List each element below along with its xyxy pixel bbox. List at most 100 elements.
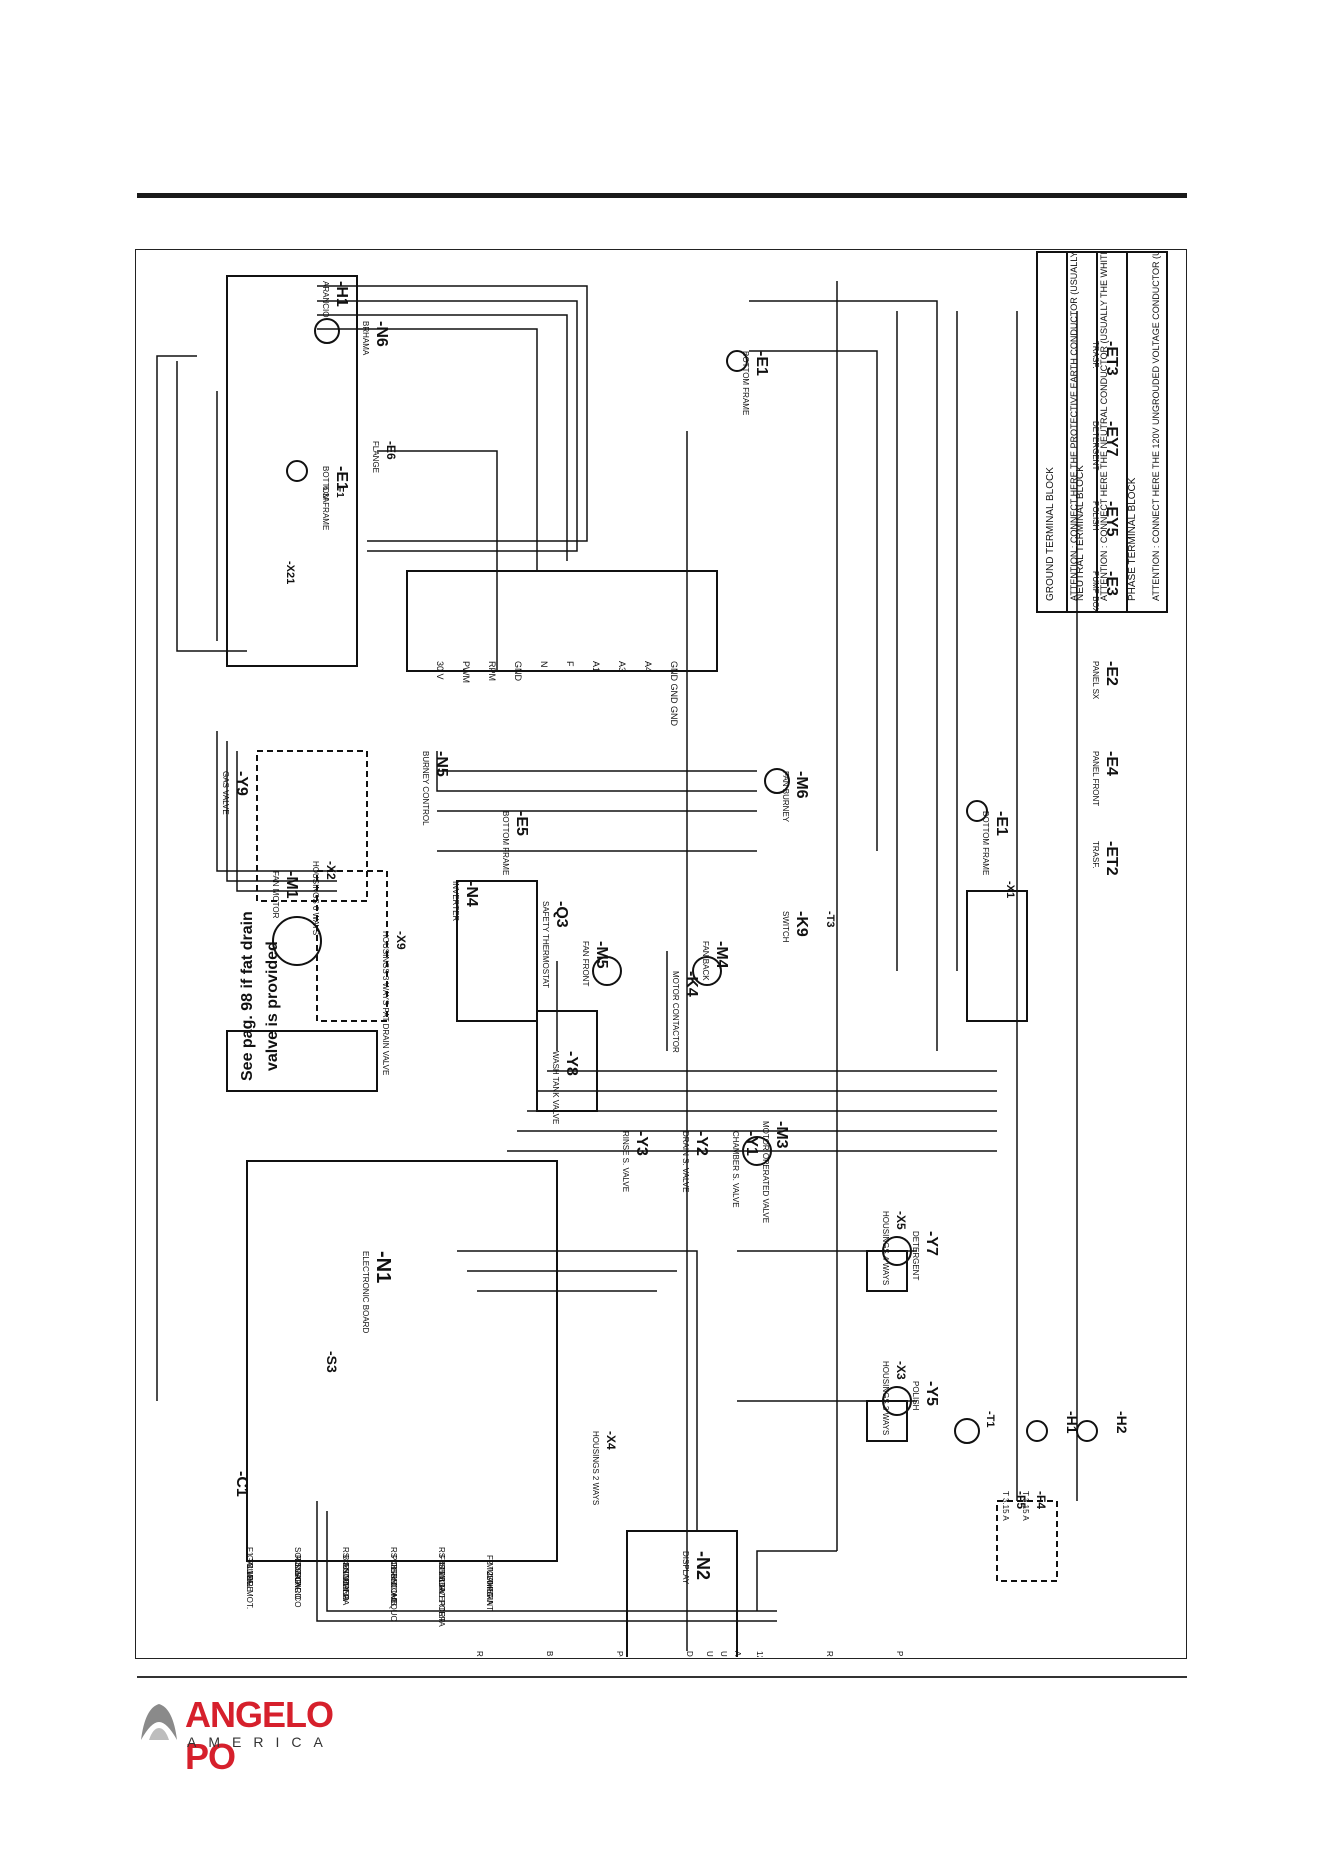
label-f4-id: -F4 — [1034, 1491, 1048, 1509]
label-x3-id: -X3 — [894, 1361, 908, 1380]
misc-label-6: PE — [895, 1651, 904, 1657]
misc-label-0: ROSSO — [475, 1651, 484, 1657]
wire-f4 — [756, 1550, 837, 1611]
label-x4-sub: HOUSINGS 2 WAYS — [591, 1431, 600, 1505]
n1-label-18: F1 T3.15A — [245, 1547, 254, 1585]
m5-fan-icon — [592, 956, 622, 986]
label-t3-id: -T3 — [824, 911, 836, 928]
label-e6-id: -E6 — [384, 441, 398, 460]
n1-label-16: F3 T3.15A — [437, 1555, 446, 1593]
n1-label-7: SCARICO — [293, 1563, 302, 1599]
component-labels: -H1ARANCIO-N6BRHAMAF16.3A-E6FLANGE-E1BOT… — [221, 251, 1161, 1657]
wire-mid-2 — [749, 300, 938, 1051]
label-e5-id: -E5 — [513, 811, 530, 836]
tb-phase-title: PHASE TERMINAL BLOCK — [1127, 477, 1138, 601]
label-e6-sub: FLANGE — [371, 441, 380, 473]
n1-label-22: RS 485 x INVERTER — [437, 1547, 446, 1623]
label-m5-id: -M5 — [593, 941, 610, 969]
n5-label-8: A4 — [643, 661, 653, 672]
label-y5-id: -Y5 — [923, 1381, 940, 1406]
logo-sub: AMERICA — [187, 1734, 335, 1750]
note-box — [226, 1030, 378, 1092]
n1-board — [246, 1160, 558, 1562]
header-rule — [137, 193, 1187, 198]
wire-left-2 — [176, 361, 247, 652]
m3-valve-icon — [742, 1136, 772, 1166]
n5-label-0: 30 V — [435, 661, 445, 680]
label-e1b-id: -E1 — [753, 351, 770, 376]
label-e1c-sub: BOTTOM FRAME — [981, 811, 990, 875]
note-line-2: valve is provided — [264, 941, 281, 1071]
label-e4-id: -E4 — [1103, 751, 1120, 776]
n5-label-1: PWM — [461, 661, 471, 683]
footer-rule — [137, 1676, 1187, 1678]
n2-display — [626, 1530, 738, 1657]
label-n5-sub: BURNEY CONTROL — [421, 751, 430, 826]
y9-box — [256, 750, 368, 902]
n1-label-14: BIANCO — [341, 1555, 350, 1586]
misc-label-4: 12V — [755, 1651, 764, 1657]
label-et3-id: -ET3 — [1103, 341, 1120, 376]
wiring-schematic: -H1ARANCIO-N6BRHAMAF16.3A-E6FLANGE-E1BOT… — [156, 251, 1168, 1657]
label-f5-id: -F5 — [1014, 1491, 1028, 1509]
label-n6-sub: BRHAMA — [361, 321, 370, 356]
label-h1-id: -H1 — [333, 281, 350, 307]
x2-housing — [316, 870, 388, 1022]
tb-ground-title: GROUND TERMINAL BLOCK — [1045, 467, 1056, 601]
n1-label-3: RISCIACQUO — [389, 1571, 398, 1622]
wire-motor-1 — [216, 731, 337, 872]
wire-top-5 — [377, 450, 498, 671]
f4-f5-box — [996, 1500, 1058, 1582]
label-x5-id: -X5 — [894, 1211, 908, 1230]
n4-inverter — [456, 880, 538, 1022]
tb-neutral-note: ATTENTION : CONNECT HERE THE NEUTRAL CON… — [1099, 251, 1109, 601]
h1-lamp-icon — [314, 318, 340, 344]
n1-label-10: S.T.B — [437, 1563, 446, 1582]
n1-label-19: SONDA LIV. — [293, 1547, 302, 1591]
label-f1-sub: 6.3A — [321, 486, 330, 503]
tb-ground-note: ATTENTION : CONNECT HERE THE PROTECTIVE … — [1069, 251, 1079, 601]
wire-motor-2 — [226, 741, 337, 882]
label-y5-sub: POLISH — [911, 1381, 920, 1411]
label-y2-id: -Y2 — [693, 1131, 710, 1156]
wire-n1-1 — [457, 1250, 698, 1531]
label-ey7-id: -EY7 — [1103, 421, 1120, 457]
label-e3-id: -E3 — [1103, 571, 1120, 596]
label-x2-id: -X2 — [324, 861, 338, 880]
label-t1-id: -T1 — [984, 1411, 996, 1428]
label-h1-sub: ARANCIO — [321, 281, 330, 317]
n5-label-3: GND — [513, 661, 523, 682]
label-x9-id: -X9 — [394, 931, 408, 950]
y8-box — [536, 1010, 598, 1112]
label-x3-sub: HOUSINGS 3 WAYS — [881, 1361, 890, 1435]
label-e1c-id: -E1 — [993, 811, 1010, 836]
wire-top-1 — [317, 285, 588, 542]
label-m6-sub: FAN BURNEY — [781, 771, 790, 823]
label-e2-id: -E2 — [1103, 661, 1120, 686]
h2-lamp-icon — [1076, 1420, 1098, 1442]
angelo-po-logo: ANGELO PO AMERICA — [137, 1694, 377, 1777]
label-m1-id: -M1 — [283, 871, 300, 899]
n1-label-17: F2 T250mA — [485, 1555, 494, 1597]
label-y1-sub: CHAMBER S. VALVE — [731, 1131, 740, 1208]
label-q3-sub: SAFETY THERMOSTAT — [541, 901, 550, 988]
terminal-block-box — [1036, 251, 1168, 613]
m4-fan-icon — [692, 956, 722, 986]
wire-mid-3 — [749, 350, 878, 851]
n1-label-9: TERMICHE — [389, 1563, 398, 1605]
n2-label-1: USB HOST — [719, 1651, 728, 1657]
misc-label-3: DETERGENT — [685, 1651, 694, 1657]
wire-top-4 — [317, 328, 538, 572]
label-y1-id: -Y1 — [743, 1131, 760, 1156]
label-f1-id: F1 — [334, 486, 345, 498]
n1-label-6: CUORE — [245, 1563, 254, 1592]
n6-board — [226, 275, 358, 667]
label-x21-id: -X21 — [284, 561, 296, 584]
label-y2-sub: DRAIN S. VALVE — [681, 1131, 690, 1193]
logo-brand: ANGELO PO — [185, 1694, 334, 1777]
label-e1a-sub: BOTTOM FRAME — [321, 466, 330, 530]
y7-pump-icon — [882, 1236, 912, 1266]
logo-mark-icon — [141, 1704, 177, 1740]
misc-label-1: BIANCO — [545, 1651, 554, 1657]
